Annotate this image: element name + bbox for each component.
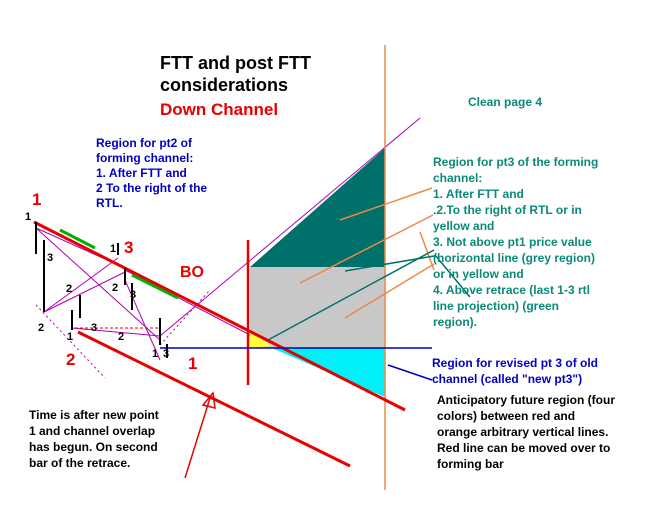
- bar-label: 3: [91, 322, 98, 334]
- teal-region: [250, 148, 385, 267]
- teal-pointer-3: [434, 254, 471, 298]
- magenta-line-upper: [159, 117, 421, 337]
- bar-label: 1: [110, 243, 117, 255]
- page-label: Clean page 4: [468, 95, 543, 109]
- bar-label: 1: [67, 331, 74, 343]
- orange-pointer-1: [339, 187, 433, 221]
- magenta-line-4: [43, 257, 119, 313]
- green-segment-2: [131, 273, 179, 300]
- pt2-region-note: Region for pt2 of forming channel: 1. Af…: [96, 136, 208, 210]
- bar-label: 1: [25, 211, 32, 223]
- magenta-line-1: [35, 227, 161, 341]
- magenta-dotted-left: [35, 304, 106, 379]
- red-arrow-shaft: [184, 397, 211, 479]
- orange-pointer-2: [299, 214, 434, 284]
- bar-label: 3: [130, 289, 137, 301]
- magenta-line-6: [124, 279, 161, 361]
- pt3-region-note: Region for pt3 of the forming channel: 1…: [433, 155, 599, 329]
- orange-pointer-4: [419, 231, 435, 271]
- grey-region: [250, 267, 385, 348]
- bar-label: 1: [152, 348, 159, 360]
- bar-label: 2: [66, 283, 73, 295]
- page-subtitle: Down Channel: [160, 100, 279, 119]
- bar-label: 2: [38, 322, 45, 334]
- point-1-label: 1: [32, 190, 42, 209]
- bar-label: 2: [112, 282, 119, 294]
- point-3-label: 3: [124, 238, 134, 257]
- bar-label: 3: [163, 348, 170, 360]
- new-point-1-label: 1: [188, 354, 198, 373]
- magenta-dotted-right: [159, 289, 211, 346]
- yellow-region: [250, 332, 272, 348]
- teal-pointer-1: [267, 249, 435, 341]
- green-segment-1: [59, 228, 96, 250]
- point-2-label: 2: [66, 350, 76, 369]
- bar-label: 2: [118, 331, 125, 343]
- red-arrow-head: [201, 391, 216, 409]
- orange-pointer-3: [344, 263, 435, 319]
- anticipatory-note: Anticipatory future region (four colors)…: [437, 393, 615, 471]
- breakout-label: BO: [180, 264, 204, 281]
- blue-pointer: [387, 364, 433, 381]
- bar-label: 3: [47, 252, 54, 264]
- magenta-line-5: [71, 327, 161, 337]
- page-title: FTT and post FTT considerations: [160, 53, 311, 95]
- red-channel-upper: [33, 220, 406, 412]
- magenta-line-3: [43, 271, 126, 313]
- revised-pt3-note: Region for revised pt 3 of old channel (…: [432, 356, 599, 386]
- teal-pointer-2: [344, 255, 435, 272]
- time-note: Time is after new point 1 and channel ov…: [29, 408, 159, 470]
